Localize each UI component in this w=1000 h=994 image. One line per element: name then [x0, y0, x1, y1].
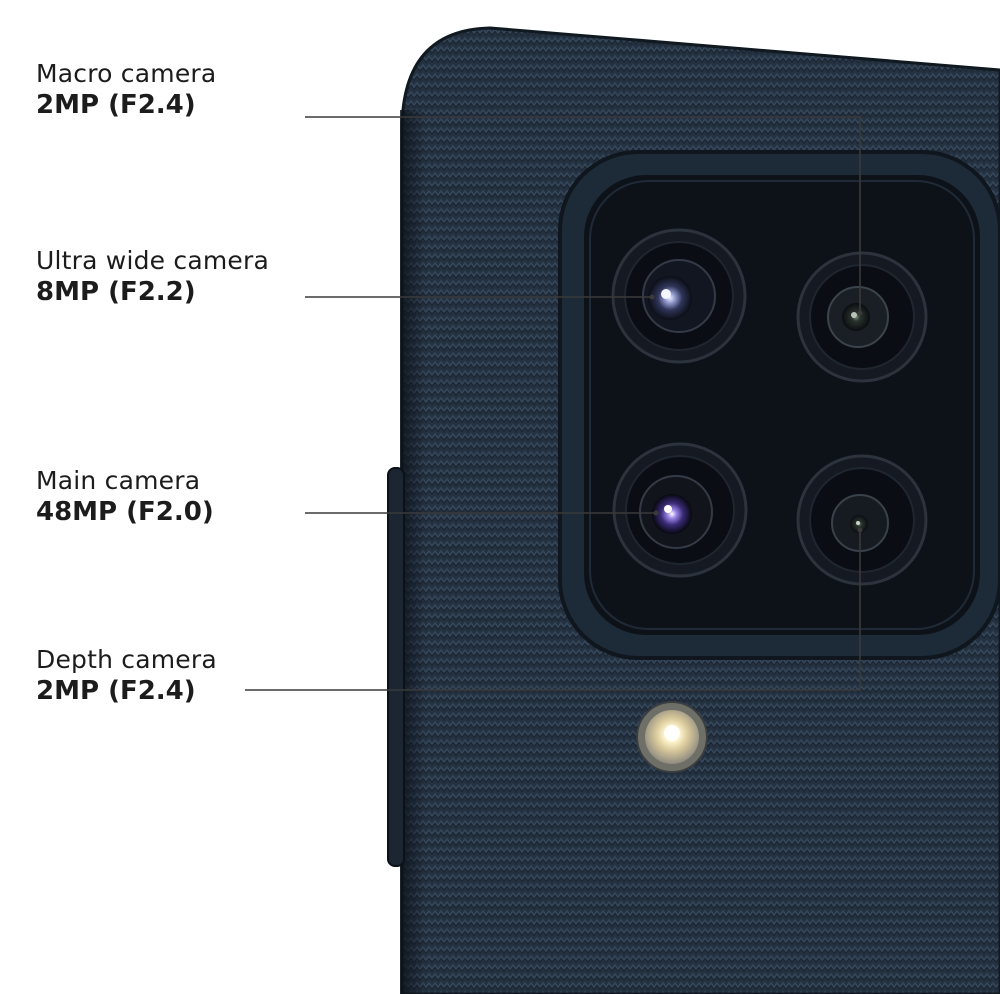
- ultra-wide-camera-label: Ultra wide camera 8MP (F2.2): [36, 246, 269, 308]
- camera-spec: 8MP (F2.2): [36, 276, 196, 307]
- macro-lens-icon: [796, 251, 928, 383]
- flash-led-icon: [636, 701, 708, 773]
- leader-line-macro: [305, 116, 861, 313]
- depth-lens-icon: [796, 454, 928, 586]
- side-button: [387, 467, 405, 867]
- camera-spec: 48MP (F2.0): [36, 496, 214, 527]
- camera-spec: 2MP (F2.4): [36, 89, 196, 120]
- depth-camera-label: Depth camera 2MP (F2.4): [36, 645, 217, 707]
- camera-name: Macro camera: [36, 59, 217, 88]
- ultra-wide-lens-icon: [611, 228, 747, 364]
- camera-spec: 2MP (F2.4): [36, 675, 196, 706]
- camera-name: Main camera: [36, 466, 201, 495]
- camera-name: Ultra wide camera: [36, 246, 269, 275]
- camera-name: Depth camera: [36, 645, 217, 674]
- leader-lines: [245, 116, 861, 691]
- main-camera-label: Main camera 48MP (F2.0): [36, 466, 214, 528]
- leader-line-depth: [245, 530, 861, 691]
- main-lens-icon: [612, 442, 748, 578]
- macro-camera-label: Macro camera 2MP (F2.4): [36, 59, 217, 121]
